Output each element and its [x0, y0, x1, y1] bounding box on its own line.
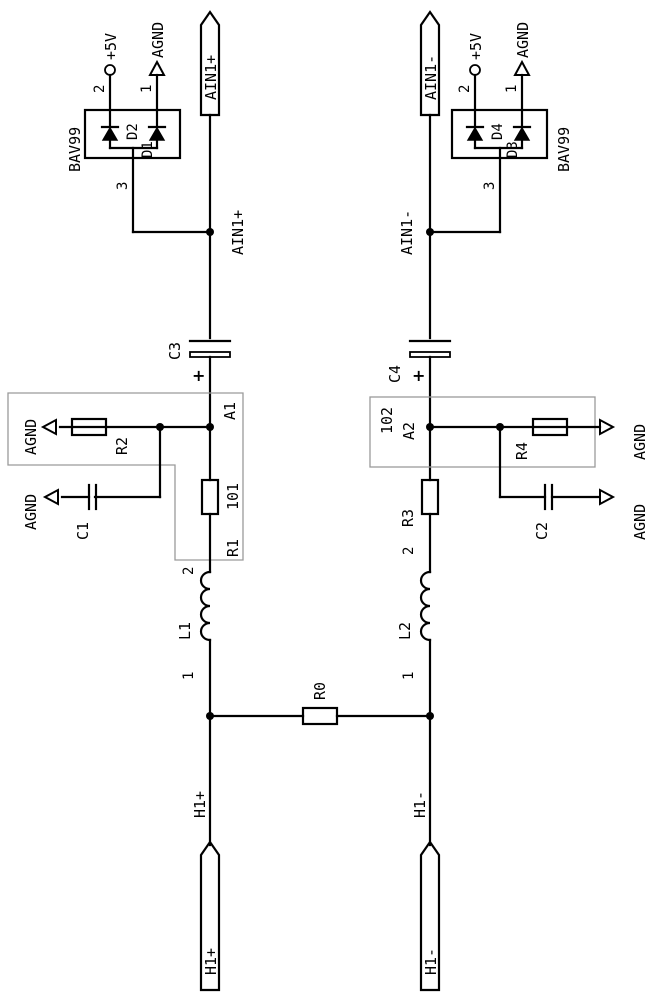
bav99-left-d1: D1 — [140, 141, 156, 158]
diode-d1-symbol — [148, 126, 166, 141]
diode-d2-symbol — [101, 126, 119, 141]
port-ain1m — [419, 10, 441, 117]
agnd-d3-arrow — [513, 59, 531, 76]
l2-label: L2 — [396, 622, 414, 640]
port-h1p — [199, 840, 221, 992]
agnd-r4-arrow — [599, 418, 616, 436]
l1-pin2: 2 — [181, 567, 197, 575]
port-h1m — [419, 840, 441, 992]
bav99-left-d2: D2 — [125, 123, 141, 140]
agnd-c2-label: AGND — [631, 504, 645, 540]
port-ain1p — [199, 10, 221, 117]
vcc-left-label: +5V — [102, 33, 120, 60]
r2-body — [70, 417, 108, 437]
diode-d4-symbol — [466, 126, 484, 141]
port-ain1p-label: AIN1+ — [202, 55, 220, 100]
junction-left-ain — [206, 228, 214, 236]
vcc-right-label: +5V — [467, 33, 485, 60]
agnd-r2-label: AGND — [22, 419, 40, 455]
junction-right-ain — [426, 228, 434, 236]
agnd-d1-arrow — [148, 59, 166, 76]
agnd-c1-arrow — [42, 488, 59, 506]
l1-coil — [199, 570, 212, 642]
net-h1p-label: H1+ — [191, 791, 209, 818]
r1-value: 101 — [224, 483, 242, 510]
agnd-c1-label: AGND — [22, 494, 40, 530]
bav99-right-pin3: 3 — [482, 182, 498, 190]
port-h1m-label: H1- — [422, 948, 440, 975]
port-h1p-label: H1+ — [202, 948, 220, 975]
l2-pin2: 2 — [401, 547, 417, 555]
a2-label: A2 — [400, 422, 418, 440]
r3-body — [420, 478, 440, 516]
agnd-d3-label: AGND — [514, 22, 532, 58]
l1-pin1: 1 — [181, 672, 197, 680]
diode-d3-symbol — [513, 126, 531, 141]
r1-label: R1 — [224, 539, 242, 557]
bav99-right-part: BAV99 — [555, 127, 573, 172]
junction-right-r0 — [426, 712, 434, 720]
bav99-left-part: BAV99 — [66, 127, 84, 172]
bav99-right-pin2: 2 — [457, 85, 473, 93]
bav99-right-d4: D4 — [490, 123, 506, 140]
agnd-d1-label: AGND — [149, 22, 167, 58]
bav99-left-pin2: 2 — [92, 85, 108, 93]
bav99-right-d3: D3 — [505, 141, 521, 158]
highlight-box-right — [369, 396, 596, 468]
r0-body — [301, 706, 339, 726]
bav99-left-pin1: 1 — [139, 85, 155, 93]
r1-body — [200, 478, 220, 516]
vcc-left-circle — [104, 64, 116, 76]
net-ain1m-label: AIN1- — [398, 210, 416, 255]
net-ain1p-label: AIN1+ — [229, 210, 247, 255]
r3-label: R3 — [399, 509, 417, 527]
r2-label: R2 — [113, 437, 131, 455]
r4-body — [531, 417, 569, 437]
l2-coil — [419, 570, 432, 642]
bav99-left-pin3: 3 — [115, 182, 131, 190]
l2-pin1: 1 — [401, 672, 417, 680]
agnd-r4-label: AGND — [631, 424, 645, 460]
c4-plus: + — [412, 366, 425, 385]
c3-plus: + — [192, 366, 205, 385]
r0-label: R0 — [311, 682, 329, 700]
net-h1m-label: H1- — [411, 791, 429, 818]
port-ain1m-label: AIN1- — [422, 55, 440, 100]
vcc-right-circle — [469, 64, 481, 76]
agnd-r2-arrow — [40, 418, 57, 436]
r3-value: 102 — [378, 407, 396, 434]
c2-label: C2 — [533, 522, 551, 540]
r4-label: R4 — [513, 442, 531, 460]
l1-label: L1 — [176, 622, 194, 640]
bav99-right-pin1: 1 — [504, 85, 520, 93]
c1-label: C1 — [74, 522, 92, 540]
a1-label: A1 — [221, 402, 239, 420]
c3-label: C3 — [166, 342, 184, 360]
c4-label: C4 — [386, 365, 404, 383]
highlight-box-left — [7, 392, 244, 561]
agnd-c2-arrow — [599, 488, 616, 506]
